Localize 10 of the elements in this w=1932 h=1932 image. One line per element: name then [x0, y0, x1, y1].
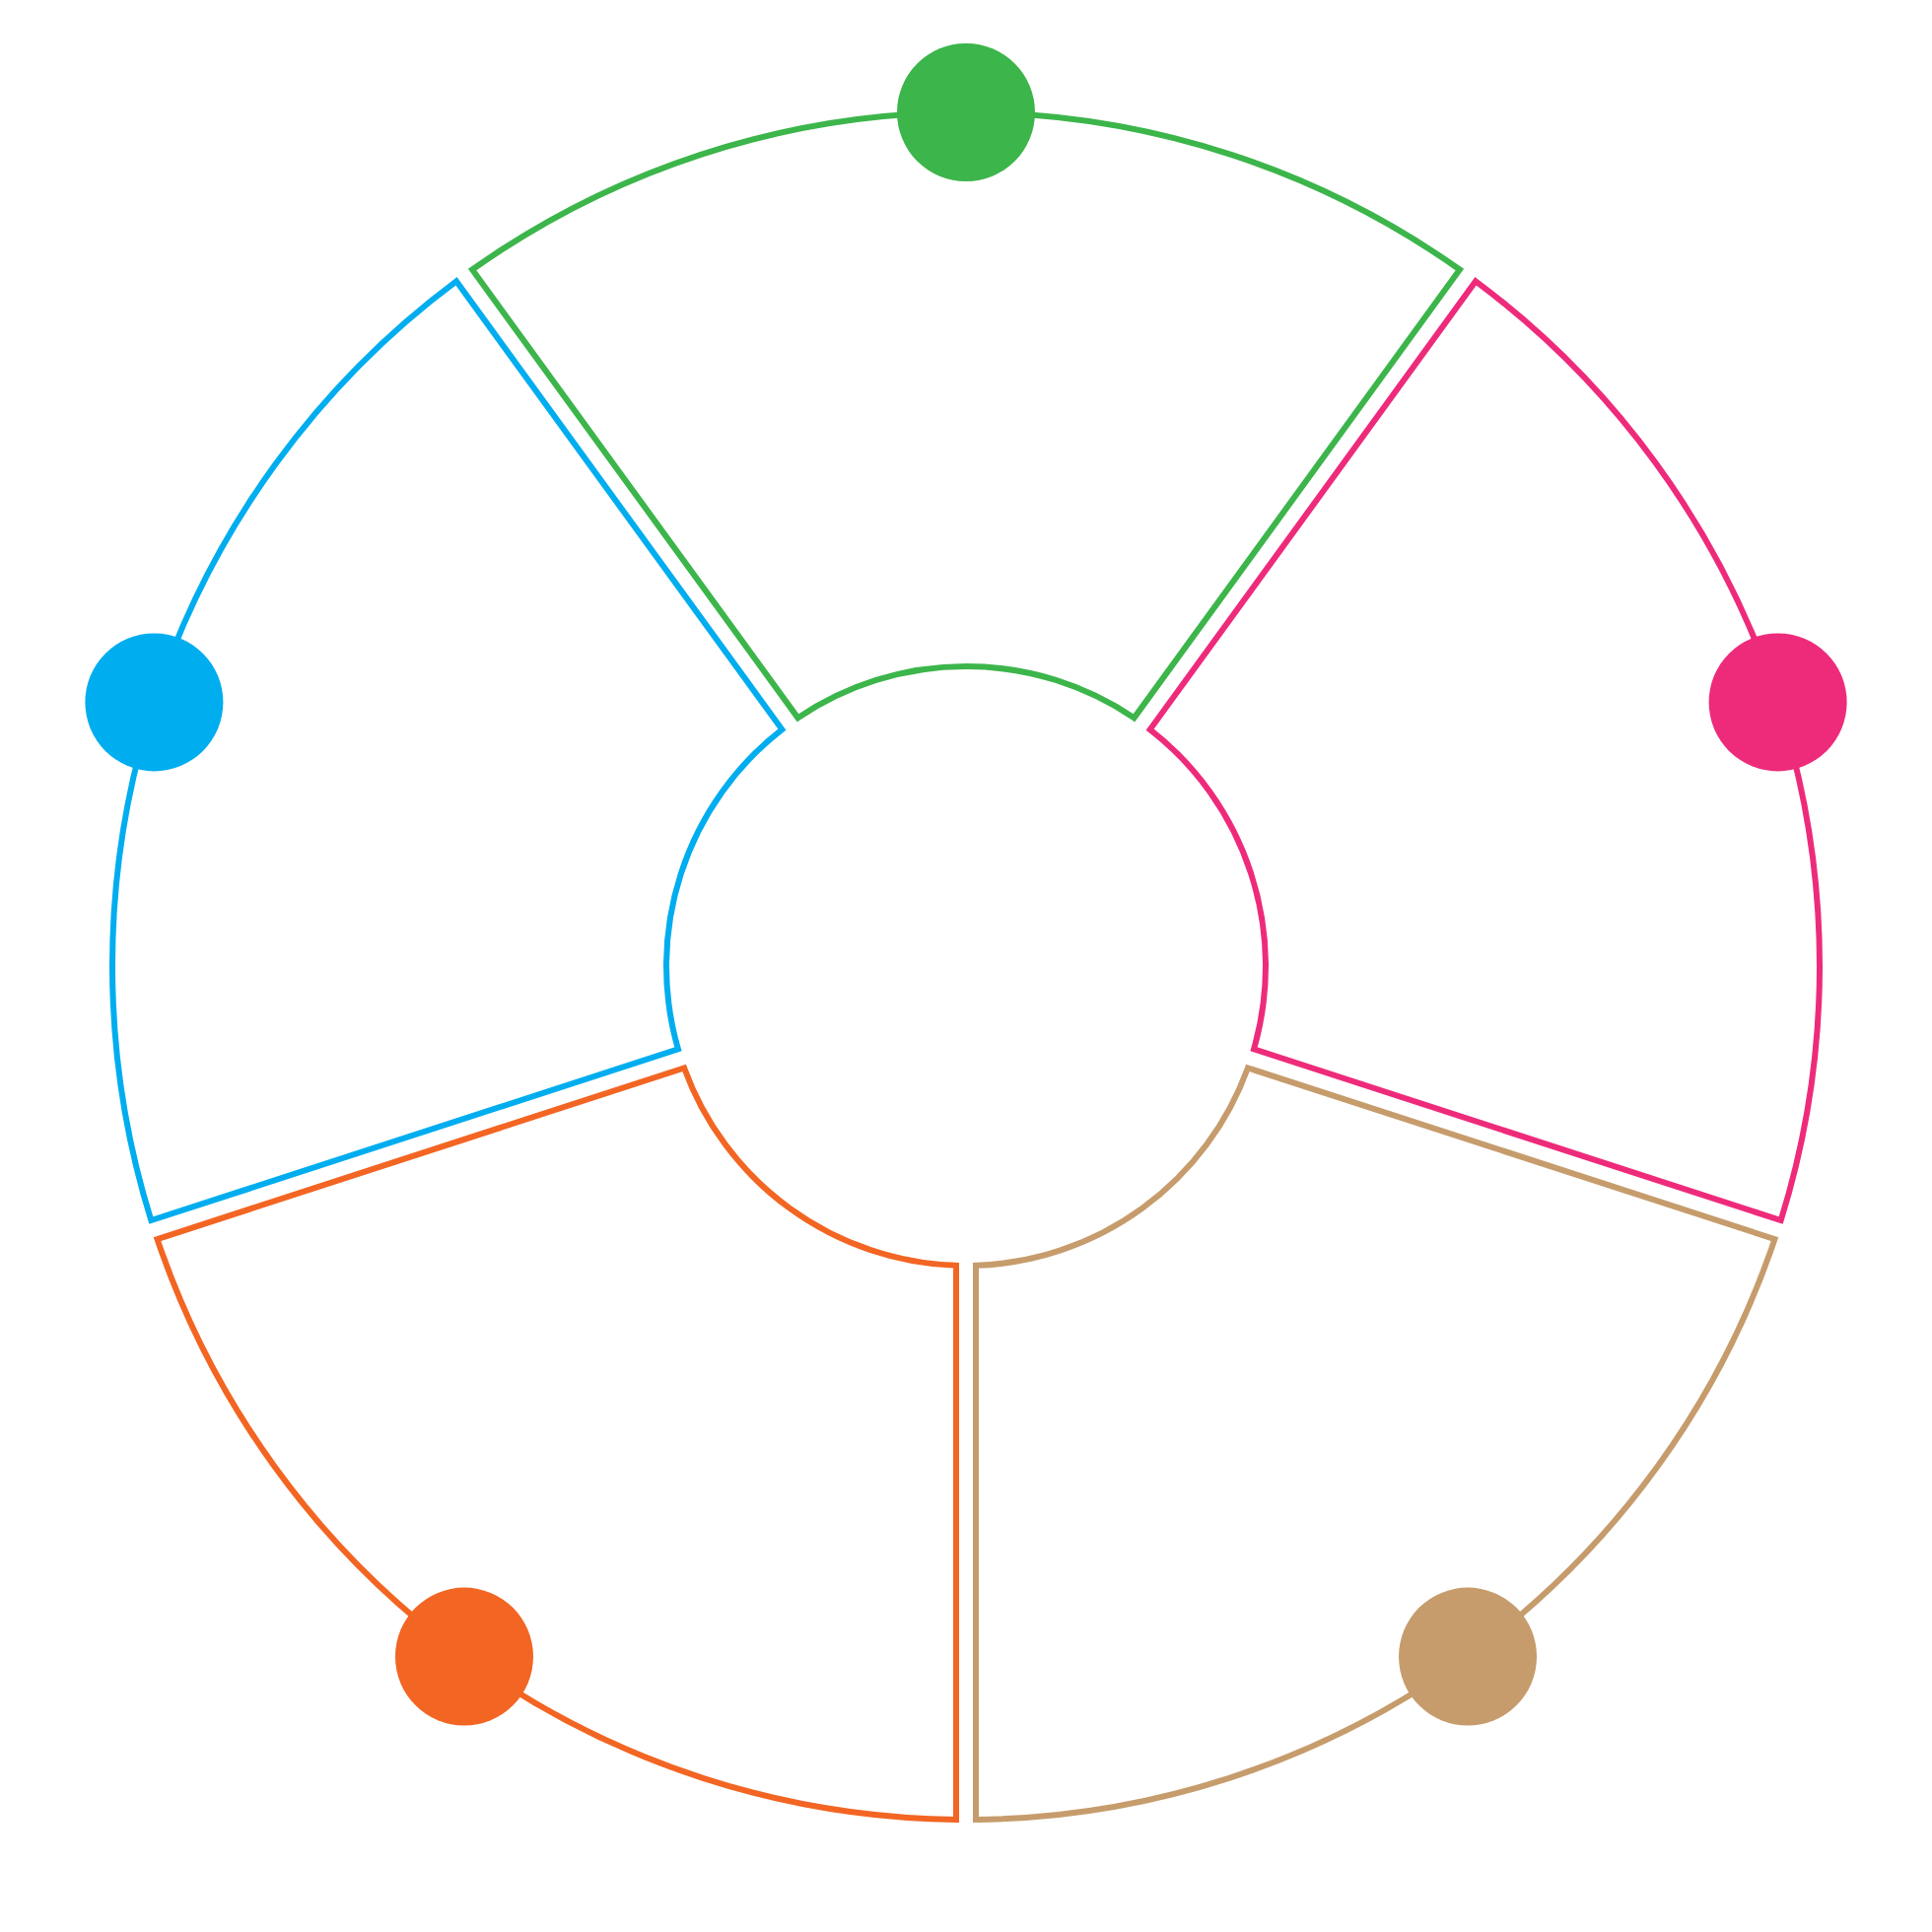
marker-dot [1399, 1587, 1537, 1726]
marker-dot [897, 43, 1035, 181]
ring-segment [154, 1065, 959, 1823]
ring-segment [469, 109, 1463, 722]
marker-dot [85, 633, 224, 772]
ring-segment [973, 1065, 1778, 1823]
marker-dot [1708, 633, 1847, 772]
ring-segment [110, 278, 786, 1224]
marker-dot [395, 1587, 533, 1726]
ring-segment [1146, 278, 1822, 1224]
